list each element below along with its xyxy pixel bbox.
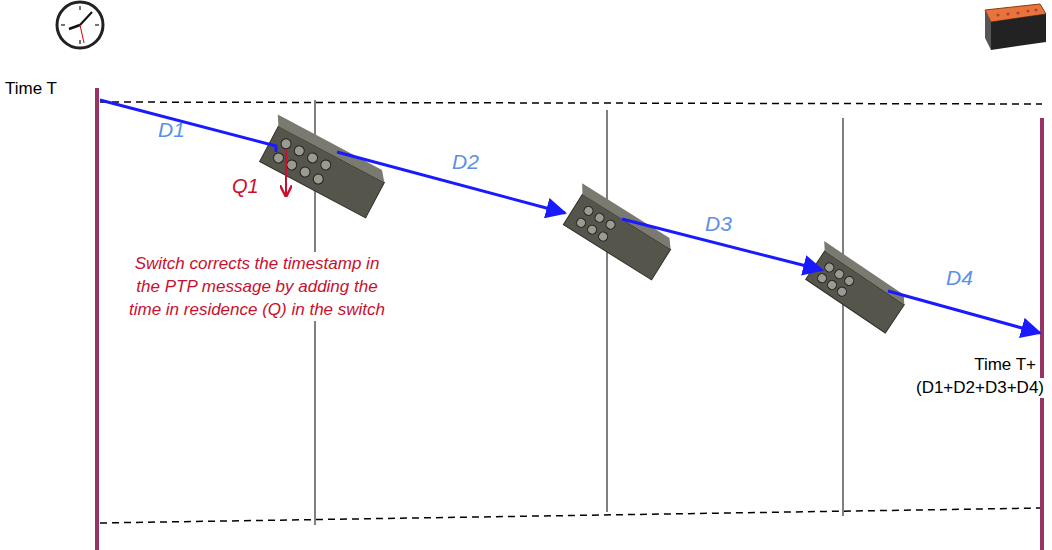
slave-timeline bbox=[1040, 118, 1044, 550]
master-timeline bbox=[95, 88, 99, 550]
message-path bbox=[100, 100, 1040, 333]
time-reference bbox=[100, 102, 1042, 104]
note-text: Switch corrects the timestamp in the PTP… bbox=[124, 252, 390, 321]
switch-timeline bbox=[607, 110, 608, 512]
time-label: Time T+ bbox=[972, 355, 1038, 375]
switch-icon bbox=[801, 241, 909, 333]
time-label: (D1+D2+D3+D4) bbox=[914, 378, 1046, 398]
clock-icon bbox=[57, 2, 103, 48]
switch-icon bbox=[254, 115, 389, 218]
device-icon bbox=[985, 4, 1046, 50]
time-reference bbox=[100, 508, 1042, 523]
delay-label: D4 bbox=[946, 266, 973, 290]
switch-icon bbox=[558, 183, 675, 279]
residence-arrow bbox=[285, 150, 287, 196]
delay-label: D3 bbox=[705, 212, 732, 236]
residence-label: Q1 bbox=[232, 175, 259, 198]
delay-label: D1 bbox=[158, 118, 185, 142]
time-label: Time T bbox=[5, 79, 57, 99]
switch-timeline bbox=[843, 118, 844, 516]
delay-label: D2 bbox=[452, 150, 479, 174]
